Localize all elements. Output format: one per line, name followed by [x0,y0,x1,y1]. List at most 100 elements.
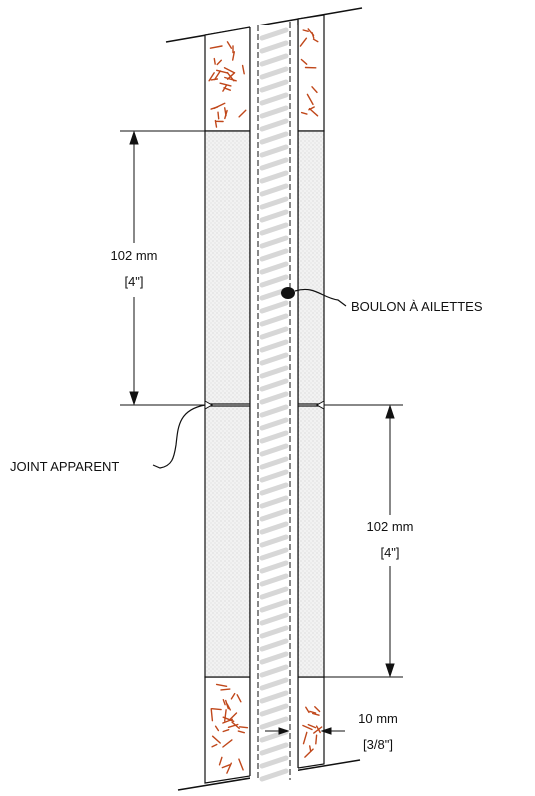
fiber-stroke [222,729,230,733]
fiber-stroke [222,84,228,92]
fiber-stroke [219,82,232,87]
fiber-stroke [241,64,245,75]
rebar-segment [259,391,289,405]
fiber-stroke [213,57,216,65]
fiber-stroke [213,70,222,81]
insulation-panel-lower [204,405,325,678]
fiber-stroke [308,106,315,111]
rebar-segment [259,677,289,691]
fiber-stroke [222,718,234,724]
rebar-segment [259,703,289,717]
fiber-stroke [223,709,227,722]
rebar-segment [259,586,289,600]
fiber-stroke [238,726,249,729]
fiber-stroke [231,721,240,730]
fiber-stroke [209,45,223,49]
rebar-segment [259,196,289,210]
fiber-stroke [302,731,308,745]
fiber-stroke [211,735,221,744]
fiber-stroke [236,694,242,703]
fiber-stroke [313,726,323,734]
rebar-segment [259,651,289,665]
fiber-stroke [311,32,315,39]
rebar-segment [259,53,289,67]
fiber-stroke [308,107,319,117]
fiber-stroke [311,86,318,94]
fiber-stroke [215,69,229,74]
fiber-stroke [214,725,220,732]
rebar-segment [259,131,289,145]
insulation-panel-upper [204,130,325,405]
fiber-stroke [222,739,233,748]
fiber-stroke [223,66,235,74]
rebar-segment [259,768,289,782]
upper-dimension [120,130,205,406]
fiber-stroke [226,762,233,774]
fiber-stroke [228,712,238,722]
rebar-segment [259,27,289,41]
rebar-segment [259,404,289,418]
rebar-segment [259,222,289,236]
rebar-segment [259,326,289,340]
fiber-stroke [302,724,313,731]
rebar-segment [259,599,289,613]
rebar-segment [259,183,289,197]
rebar-segment [259,755,289,769]
upper-dimension-metric: 102 mm [111,248,158,263]
bolt-callout: BOULON À AILETTES [351,299,483,314]
rebar-segment [259,300,289,314]
rebar-segment [259,417,289,431]
fiber-stroke [215,683,228,687]
gap-dimension-metric: 10 mm [358,711,398,726]
fiber-stroke [222,716,235,722]
rebar-segment [259,573,289,587]
fiber-stroke [220,688,231,691]
joint-callout-leader [152,404,206,469]
rebar-segment [259,482,289,496]
fiber-stroke [312,712,320,716]
fiber-stroke [230,692,236,700]
rebar-segment [259,521,289,535]
rebar-segment [259,664,289,678]
fiber-stroke [304,748,314,758]
rebar-segment [259,456,289,470]
rebar-segment [259,157,289,171]
rebar-segment [259,66,289,80]
fiber-stroke [300,58,308,65]
rebar-segment [259,638,289,652]
rebar-segment [259,365,289,379]
fiber-stroke [238,109,247,118]
rebar-cavity [249,19,299,782]
fiber-stroke [218,756,223,766]
fiber-stroke [224,109,228,120]
fiber-stroke [211,708,222,711]
rebar-segment [259,469,289,483]
fiber-stroke [305,706,310,714]
fiber-stroke [300,111,308,115]
rebar-segment [259,170,289,184]
fiber-stroke [299,37,308,47]
rebar-segment [259,144,289,158]
fiber-stroke [314,706,321,713]
fiber-stroke [238,758,244,771]
lower-dimension [324,404,403,678]
wing-bolt [281,287,347,307]
fiber-stroke [224,76,237,82]
rebar-segment [259,40,289,54]
rebar-segment [259,339,289,353]
rebar-segment [259,105,289,119]
fiber-stroke [309,745,312,753]
rebar-segment [259,612,289,626]
rebar-segment [259,313,289,327]
rebar-segment [259,716,289,730]
rebar-segment [259,209,289,223]
fiber-stroke [231,51,236,61]
rebar-segment [259,443,289,457]
fiber-stroke [217,111,220,120]
gap-dimension-imperial: [3/8"] [363,737,393,752]
lower-dimension-imperial: [4"] [380,545,399,560]
upper-dimension-imperial: [4"] [124,274,143,289]
rebar-segment [259,248,289,262]
fiber-stroke [307,723,317,729]
rebar-segment [259,625,289,639]
